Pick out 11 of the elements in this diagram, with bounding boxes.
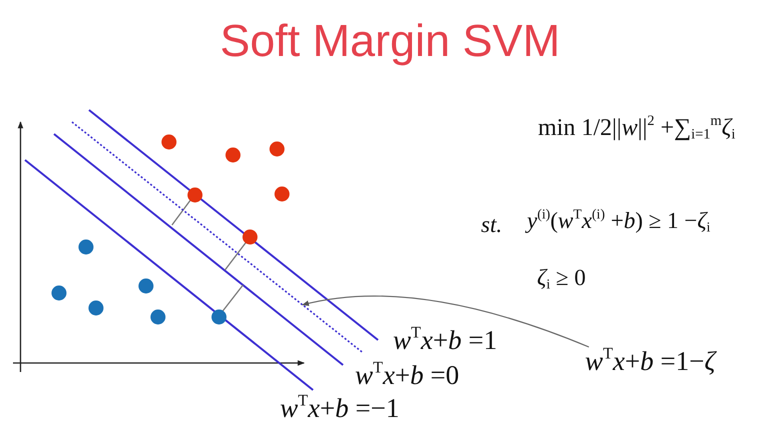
constraint-formula: y$^{(i)}$(w$^{T}$x$^{(i)}$ +b) ≥ 1 −ζ$_{i}$ bbox=[527, 209, 710, 234]
constraint-prefix: st. bbox=[481, 213, 502, 238]
title: Soft Margin SVM bbox=[220, 16, 560, 66]
leader-line bbox=[302, 296, 590, 348]
equation-label: w$^{T}$x+b =1−ζ bbox=[585, 347, 716, 376]
equation-label: w$^{T}$x+b =−1 bbox=[280, 394, 400, 422]
equation-label: w$^{T}$x+b =0 bbox=[355, 361, 460, 390]
dotted-margin-line bbox=[72, 121, 362, 353]
equation-label: w$^{T}$x+b =1 bbox=[393, 326, 498, 354]
slack-constraint-formula: ζ$_{i}$ ≥ 0 bbox=[537, 266, 586, 290]
objective-formula: min 1/2||w||$^{2}$ +∑$_{i=1}$$^{m}$ζ$_{i}$ bbox=[538, 116, 736, 142]
